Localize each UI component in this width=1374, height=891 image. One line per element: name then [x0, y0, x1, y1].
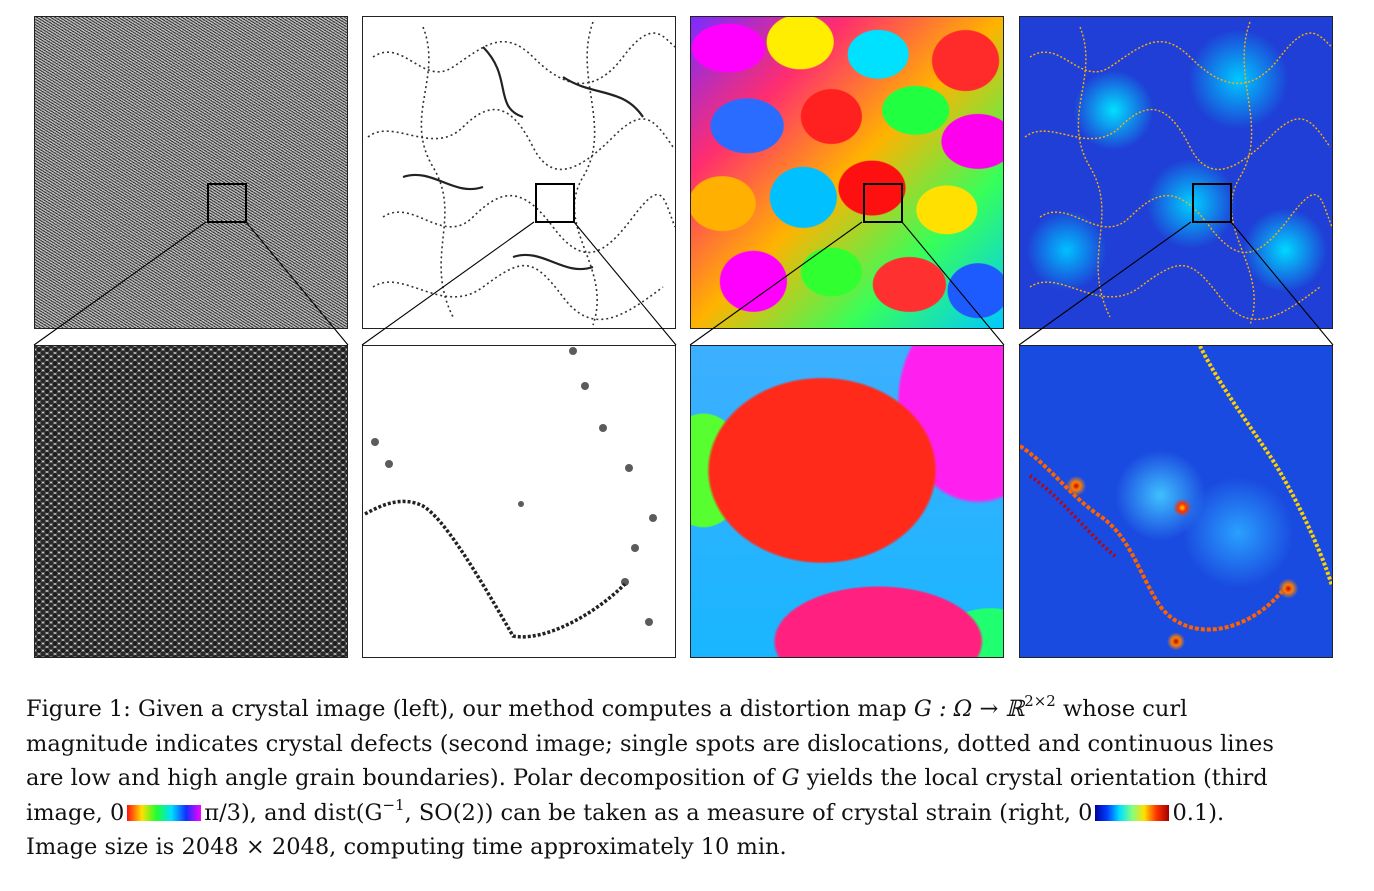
strain-map-zoom-panel [1019, 345, 1333, 658]
zoom-region-box [207, 183, 247, 223]
strain-map-panel [1019, 16, 1333, 329]
crystal-image-zoom-panel [34, 345, 348, 658]
zoom-region-box [1192, 183, 1232, 223]
strain-boundaries [1024, 21, 1332, 326]
caption-line-2: magnitude indicates crystal defects (sec… [26, 730, 1274, 757]
curl-magnitude-zoom-panel [362, 345, 676, 658]
curl-magnitude-panel [362, 16, 676, 329]
defect-lines [367, 21, 675, 326]
strain-colorbar [1095, 804, 1170, 821]
zoom-region-box [535, 183, 575, 223]
orientation-map-panel [690, 16, 1004, 329]
strain-zoom-boundaries [1020, 346, 1332, 632]
caption-line-3: are low and high angle grain boundaries)… [26, 765, 1268, 791]
crystal-image-panel [34, 16, 348, 329]
figure-caption: Figure 1: Given a crystal image (left), … [26, 692, 1348, 865]
caption-line-1: Figure 1: Given a crystal image (left), … [26, 692, 1188, 723]
defect-zoom [364, 347, 657, 639]
orientation-colorbar [127, 804, 202, 821]
caption-line-5: Image size is 2048 × 2048, computing tim… [26, 834, 787, 860]
orientation-map-zoom-panel [690, 345, 1004, 658]
zoom-region-box [863, 183, 903, 223]
